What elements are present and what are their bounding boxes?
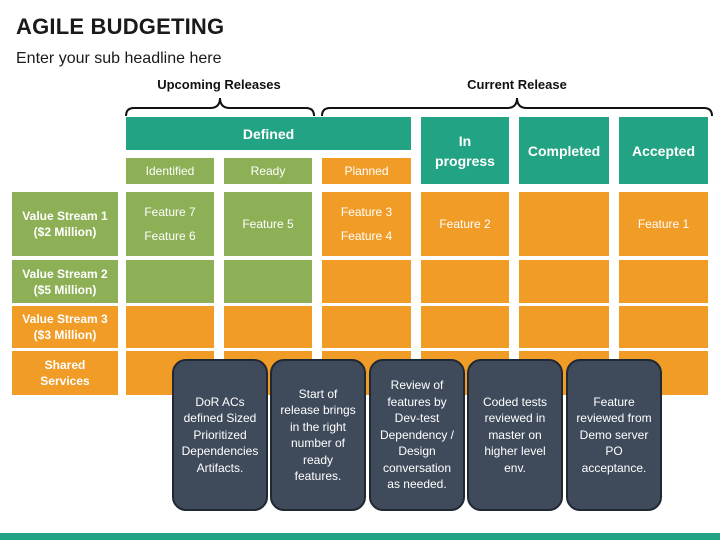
cell-vs1-accepted: Feature 1	[619, 192, 708, 256]
cell-vs3-identified	[126, 306, 214, 348]
cell-vs2-ready	[224, 260, 312, 303]
cell-vs3-in-progress	[421, 306, 509, 348]
header-accepted: Accepted	[619, 117, 708, 184]
header-in-progress: In progress	[421, 117, 509, 184]
feature-label: Feature 2	[439, 217, 491, 231]
feature-label: Feature 6	[144, 229, 196, 243]
cell-vs1-in-progress: Feature 2	[421, 192, 509, 256]
cell-vs3-completed	[519, 306, 609, 348]
note-feature-review: Review of features by Dev-test Dependenc…	[369, 359, 465, 511]
slide-subtitle: Enter your sub headline here	[16, 50, 222, 67]
cell-vs3-accepted	[619, 306, 708, 348]
cell-vs1-ready: Feature 5	[224, 192, 312, 256]
note-release-start: Start of release brings in the right num…	[270, 359, 366, 511]
feature-label: Feature 7	[144, 205, 196, 219]
cell-vs2-identified	[126, 260, 214, 303]
slide-title: AGILE BUDGETING	[16, 14, 225, 39]
row-label-value-stream-1: Value Stream 1 ($2 Million)	[12, 192, 118, 256]
feature-label: Feature 5	[242, 217, 294, 231]
header-completed: Completed	[519, 117, 609, 184]
cell-vs3-planned	[322, 306, 411, 348]
bottom-accent-bar	[0, 533, 720, 540]
note-coded-tests: Coded tests reviewed in master on higher…	[467, 359, 563, 511]
cell-vs2-in-progress	[421, 260, 509, 303]
subheader-ready: Ready	[224, 158, 312, 184]
brace-upcoming	[125, 97, 315, 117]
group-label-current: Current Release	[467, 77, 567, 92]
cell-vs1-completed	[519, 192, 609, 256]
cell-vs1-identified: Feature 7 Feature 6	[126, 192, 214, 256]
subheader-planned: Planned	[322, 158, 411, 184]
cell-vs2-accepted	[619, 260, 708, 303]
cell-vs2-completed	[519, 260, 609, 303]
row-label-value-stream-3: Value Stream 3 ($3 Million)	[12, 306, 118, 348]
group-label-upcoming: Upcoming Releases	[157, 77, 281, 92]
note-definition-of-ready: DoR ACs defined Sized Prioritized Depend…	[172, 359, 268, 511]
cell-vs2-planned	[322, 260, 411, 303]
note-po-acceptance: Feature reviewed from Demo server PO acc…	[566, 359, 662, 511]
row-label-shared-services: Shared Services	[12, 351, 118, 395]
feature-label: Feature 4	[340, 229, 393, 243]
feature-label: Feature 1	[637, 217, 690, 231]
header-defined: Defined	[126, 117, 411, 150]
cell-vs3-ready	[224, 306, 312, 348]
subheader-identified: Identified	[126, 158, 214, 184]
feature-label: Feature 3	[340, 205, 393, 219]
brace-current	[321, 97, 713, 117]
cell-vs1-planned: Feature 3 Feature 4	[322, 192, 411, 256]
row-label-value-stream-2: Value Stream 2 ($5 Million)	[12, 260, 118, 303]
